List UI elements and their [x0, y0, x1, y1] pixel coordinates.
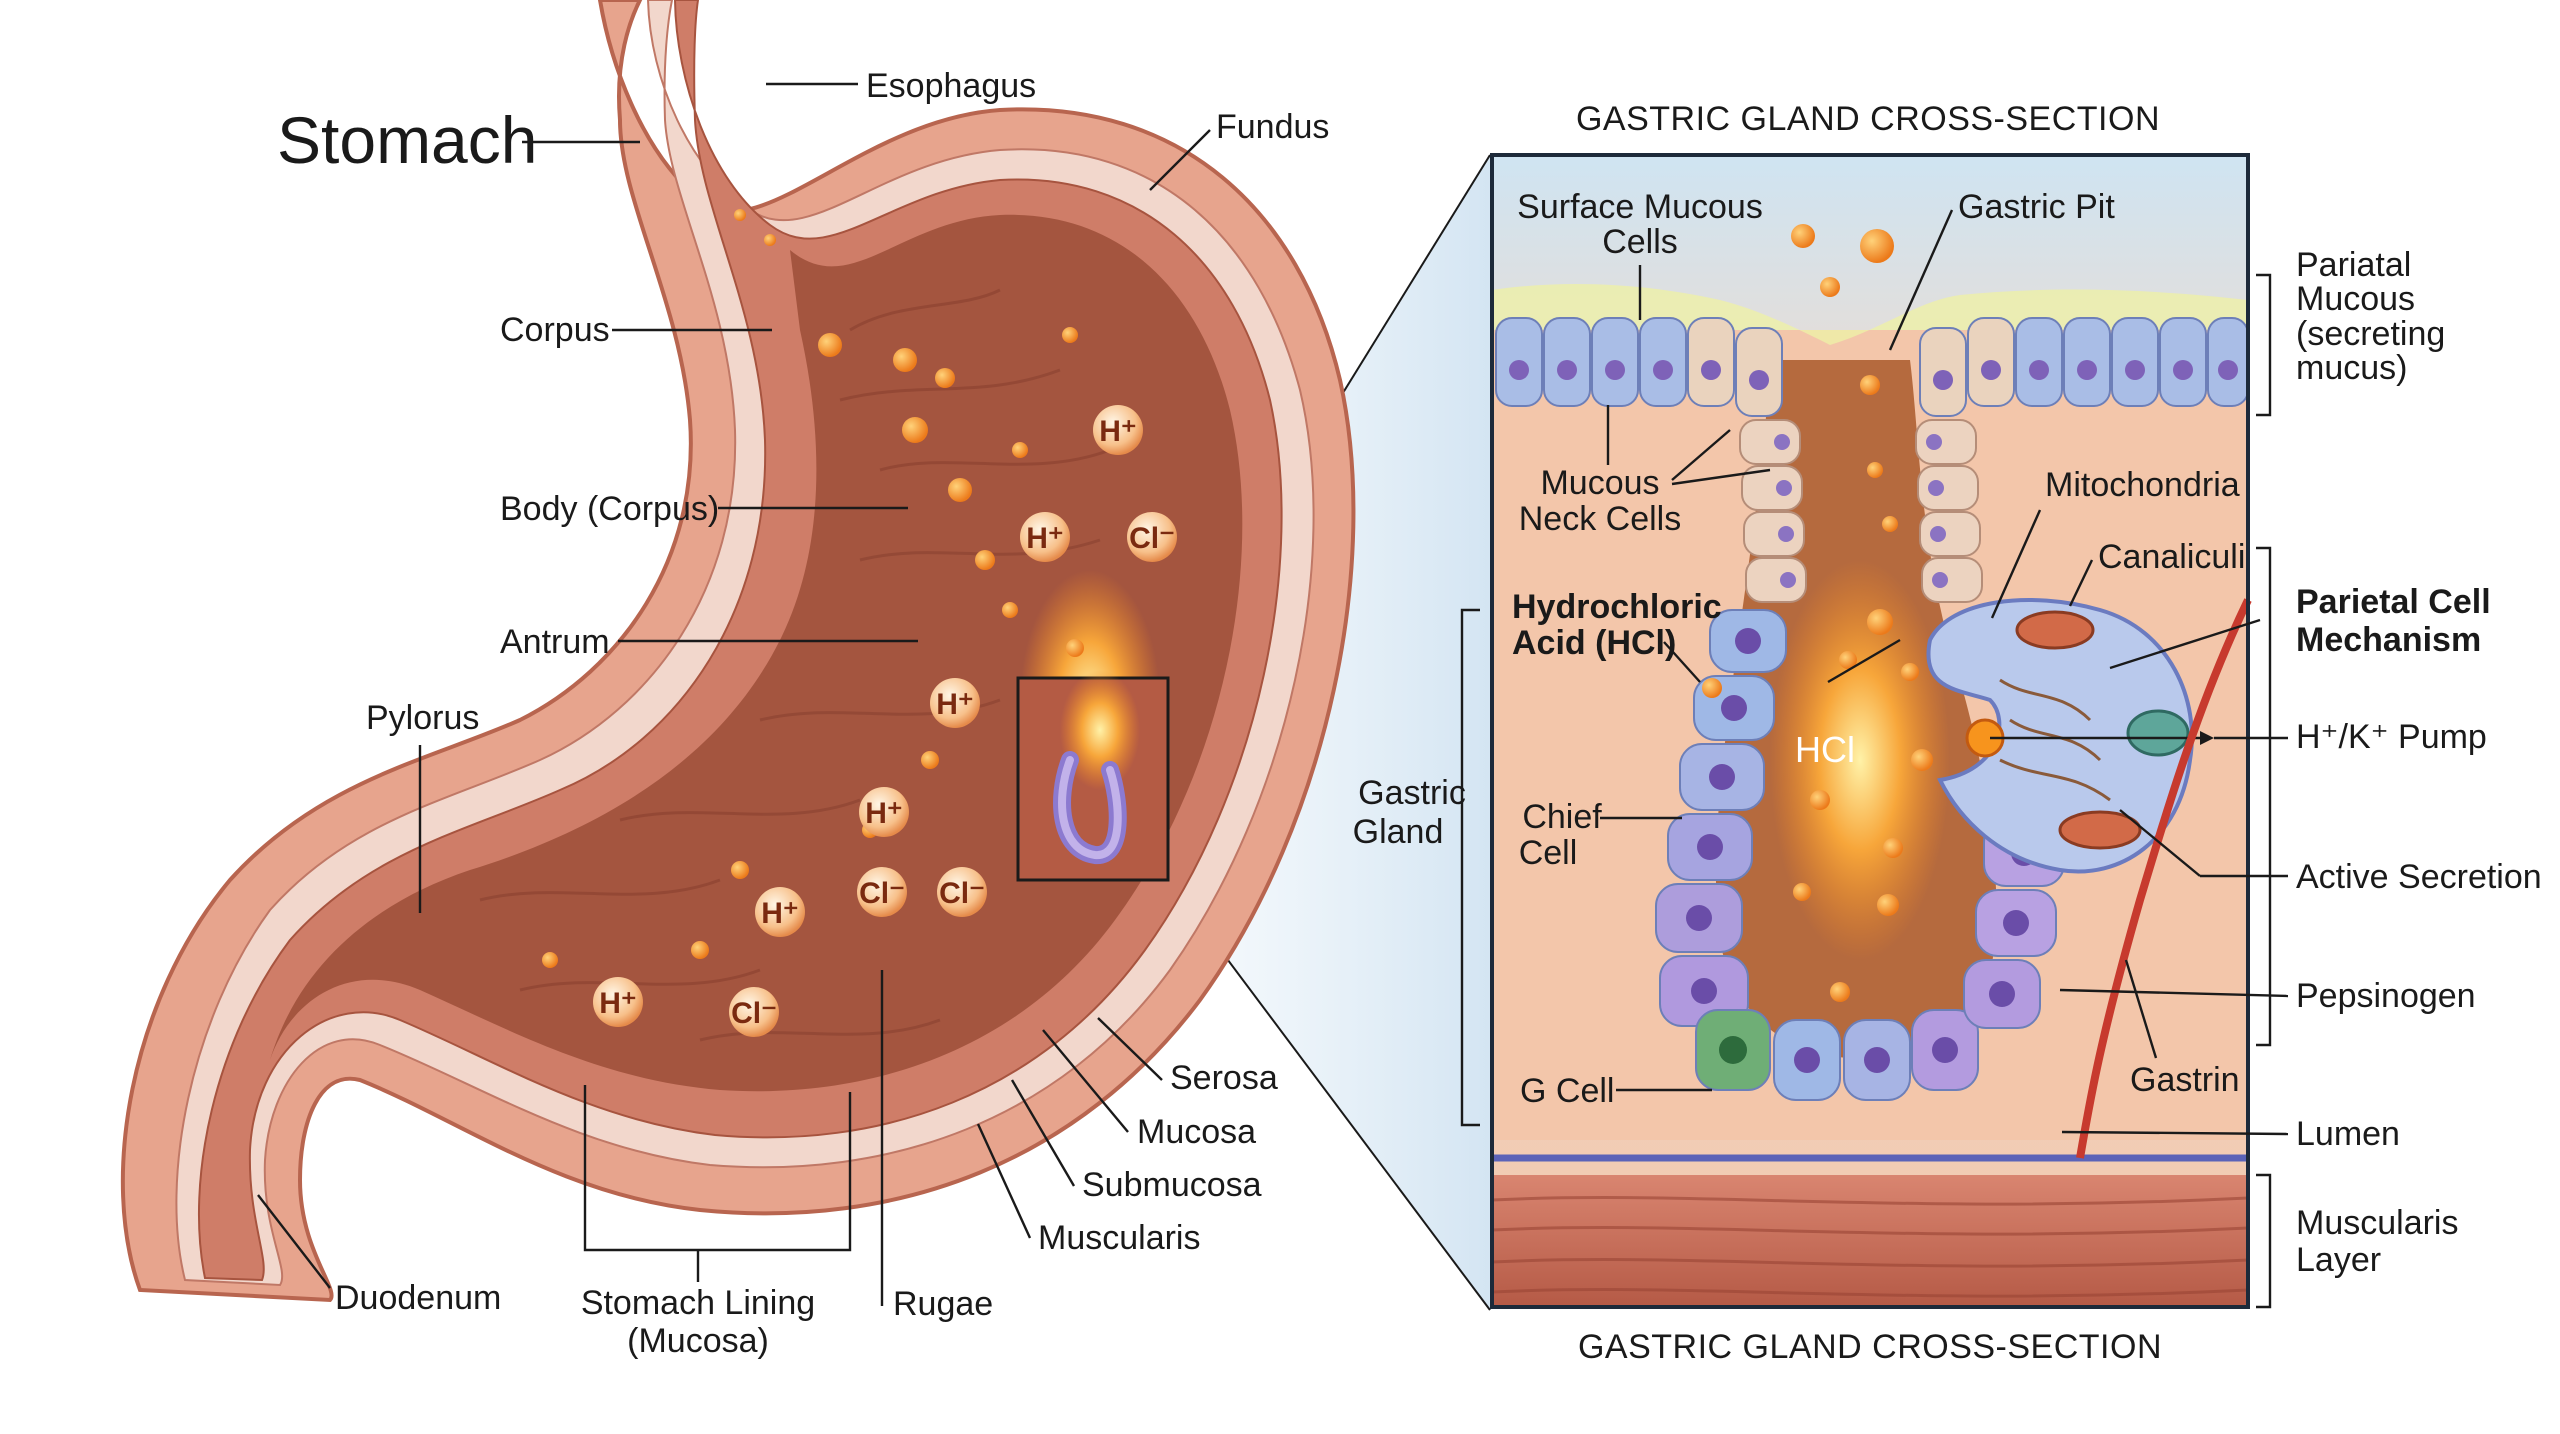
- svg-text:H⁺: H⁺: [1099, 415, 1137, 448]
- label-stomach-lining-1: Stomach Lining: [581, 1284, 815, 1322]
- rugae-texture: [479, 288, 1111, 1042]
- label-mucosa: Mucosa: [1137, 1113, 1256, 1151]
- zoom-beam: [1168, 155, 1490, 1310]
- ion-cl-4: Cl⁻: [729, 987, 779, 1037]
- svg-text:H⁺: H⁺: [761, 897, 799, 930]
- label-parietal-mech-2: Mechanism: [2296, 621, 2481, 659]
- muscularis-layer: [1492, 1175, 2248, 1307]
- ion-h-5: H⁺: [755, 887, 805, 937]
- ion-cl-3: Cl⁻: [937, 867, 987, 917]
- label-rugae: Rugae: [893, 1285, 993, 1323]
- label-stomach-lining-2: (Mucosa): [627, 1322, 769, 1360]
- hcl-center-label: HCl: [1795, 729, 1855, 770]
- label-hk-pump: H⁺/K⁺ Pump: [2296, 718, 2487, 756]
- canaliculi-lines: [1999, 678, 2111, 802]
- panel-border: [1490, 153, 2250, 1309]
- label-pariatal-mucous-4: mucus): [2296, 349, 2407, 387]
- label-parietal-mech-1: Parietal Cell: [2296, 583, 2491, 621]
- label-muscularis-layer-2: Layer: [2296, 1241, 2381, 1279]
- label-gastric-gland-2: Gland: [1353, 813, 1444, 851]
- stomach-title: Stomach: [277, 103, 537, 177]
- gland-inner-labels: Surface Mucous Cells Gastric Pit Mucous …: [1512, 188, 2245, 1110]
- label-antrum: Antrum: [500, 623, 610, 661]
- label-corpus: Corpus: [500, 311, 610, 349]
- label-g-cell: G Cell: [1520, 1072, 1614, 1110]
- stomach-lumen: [270, 214, 1243, 1092]
- ion-cl-2: Cl⁻: [857, 867, 907, 917]
- label-pariatal-mucous-2: Mucous: [2296, 280, 2415, 318]
- label-surface-mucous-2: Cells: [1602, 223, 1678, 261]
- neck-cell-nuclei: [1774, 434, 1948, 588]
- label-hcl-2: Acid (HCl): [1512, 624, 1676, 662]
- ion-h-4: H⁺: [859, 787, 909, 837]
- parietal-cell: [1926, 598, 2214, 874]
- label-active-secretion: Active Secretion: [2296, 858, 2542, 896]
- label-pylorus: Pylorus: [366, 699, 479, 737]
- label-muscularis-layer-1: Muscularis: [2296, 1204, 2458, 1242]
- ion-cl-1: Cl⁻: [1127, 512, 1177, 562]
- mitochondrion-1: [2015, 610, 2095, 650]
- capillary: [2076, 598, 2252, 1159]
- label-serosa: Serosa: [1170, 1059, 1278, 1097]
- label-pariatal-mucous-3: (secreting: [2296, 315, 2445, 353]
- svg-text:Cl⁻: Cl⁻: [1129, 522, 1175, 555]
- label-pepsinogen: Pepsinogen: [2296, 977, 2476, 1015]
- svg-text:H⁺: H⁺: [865, 797, 903, 830]
- mitochondrion-2: [2058, 810, 2142, 850]
- ion-h-2: H⁺: [1020, 512, 1070, 562]
- label-mucous-neck-2: Neck Cells: [1519, 500, 1681, 538]
- label-gastric-gland-1: Gastric: [1358, 774, 1466, 812]
- svg-text:H⁺: H⁺: [599, 987, 637, 1020]
- label-pariatal-mucous-1: Pariatal: [2296, 246, 2411, 284]
- label-hcl-1: Hydrochloric: [1512, 588, 1722, 626]
- label-chief-2: Cell: [1519, 834, 1578, 872]
- gland-panel: GASTRIC GLAND CROSS-SECTION GASTRIC GLAN…: [1490, 100, 2252, 1366]
- hk-pump-shape: [2126, 709, 2190, 757]
- hcl-droplets: [1702, 224, 1933, 1002]
- mucous-neck-cells: [1739, 419, 1983, 603]
- muscle-fibers: [1491, 1196, 2249, 1298]
- panel-title-top: GASTRIC GLAND CROSS-SECTION: [1576, 100, 2160, 138]
- ion-h-1: H⁺: [1093, 405, 1143, 455]
- lumen-acid-glow: [1770, 560, 1950, 960]
- label-gastric-pit: Gastric Pit: [1958, 188, 2115, 226]
- svg-text:Cl⁻: Cl⁻: [939, 877, 985, 910]
- label-muscularis: Muscularis: [1038, 1219, 1200, 1257]
- ion-h-3: H⁺: [930, 678, 980, 728]
- gland-inset-box: [1016, 670, 1170, 882]
- svg-text:H⁺: H⁺: [1026, 522, 1064, 555]
- label-duodenum: Duodenum: [335, 1279, 501, 1317]
- label-canaliculi: Canaliculi: [2098, 538, 2245, 576]
- svg-text:H⁺: H⁺: [936, 688, 974, 721]
- label-lumen: Lumen: [2296, 1115, 2400, 1153]
- gland-outer-labels: Gastric Gland Pariatal Mucous (secreting…: [1353, 246, 2542, 1309]
- label-gastrin: Gastrin: [2130, 1061, 2240, 1099]
- svg-text:Cl⁻: Cl⁻: [859, 877, 905, 910]
- stomach-labels: Stomach Esophagus Fundus Corpus Body (Co…: [257, 67, 1329, 1360]
- label-surface-mucous-1: Surface Mucous: [1517, 188, 1763, 226]
- stomach-illustration: H⁺ H⁺ Cl⁻ H⁺ H⁺ Cl⁻ Cl⁻ H⁺ H⁺ Cl⁻: [120, 0, 1491, 1311]
- label-mucous-neck-1: Mucous: [1540, 464, 1659, 502]
- surface-cell-nuclei: [1509, 360, 2238, 390]
- label-submucosa: Submucosa: [1082, 1166, 1262, 1204]
- svg-text:Cl⁻: Cl⁻: [731, 997, 777, 1030]
- panel-title-bottom: GASTRIC GLAND CROSS-SECTION: [1578, 1328, 2162, 1366]
- ion-h-6: H⁺: [593, 977, 643, 1027]
- label-mitochondria: Mitochondria: [2045, 466, 2240, 504]
- label-fundus: Fundus: [1216, 108, 1329, 146]
- label-chief-1: Chief: [1522, 798, 1602, 836]
- label-esophagus: Esophagus: [866, 67, 1036, 105]
- label-body-corpus: Body (Corpus): [500, 490, 719, 528]
- acid-droplets: [542, 209, 1084, 968]
- ions: H⁺ H⁺ Cl⁻ H⁺ H⁺ Cl⁻ Cl⁻ H⁺ H⁺ Cl⁻: [593, 405, 1177, 1037]
